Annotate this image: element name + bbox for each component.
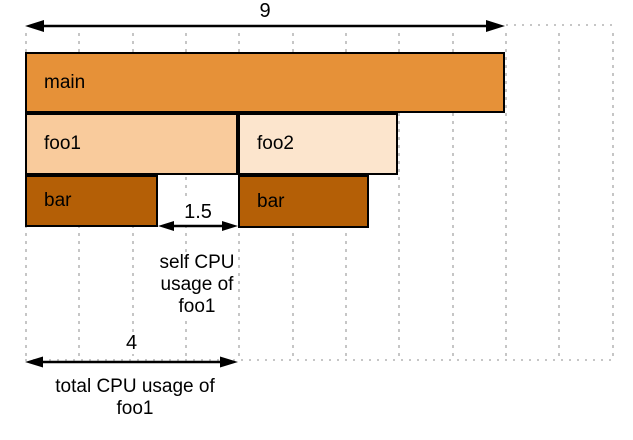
gridline (185, 33, 187, 360)
total-width-value: 9 (257, 0, 273, 22)
total-width-arrow (25, 20, 505, 32)
frame-foo2: foo2 (238, 113, 398, 175)
gridline (612, 33, 614, 360)
self-cpu-caption: self CPU usage of foo1 (157, 252, 237, 318)
gridline (558, 33, 560, 360)
frame-foo1: foo1 (25, 113, 238, 175)
frame-main-label: main (44, 71, 86, 93)
gridline (398, 33, 400, 360)
gridline (452, 33, 454, 360)
total-cpu-value: 4 (123, 332, 140, 354)
self-cpu-arrow (158, 221, 238, 231)
self-cpu-value: 1.5 (182, 201, 214, 223)
total-cpu-arrow (25, 356, 238, 368)
frame-bar-left-label: bar (44, 190, 72, 211)
frame-bar-right-label: bar (257, 190, 285, 212)
frame-foo1-label: foo1 (44, 133, 81, 154)
dotted-extension-top-right (506, 24, 618, 26)
frame-main: main (25, 52, 505, 113)
dotted-extension-bottom (25, 359, 614, 361)
total-cpu-caption: total CPU usage of foo1 (47, 376, 223, 420)
frame-foo2-label: foo2 (257, 133, 294, 154)
frame-bar-right: bar (238, 175, 369, 228)
gridline (505, 33, 507, 360)
frame-bar-left: bar (25, 175, 158, 227)
